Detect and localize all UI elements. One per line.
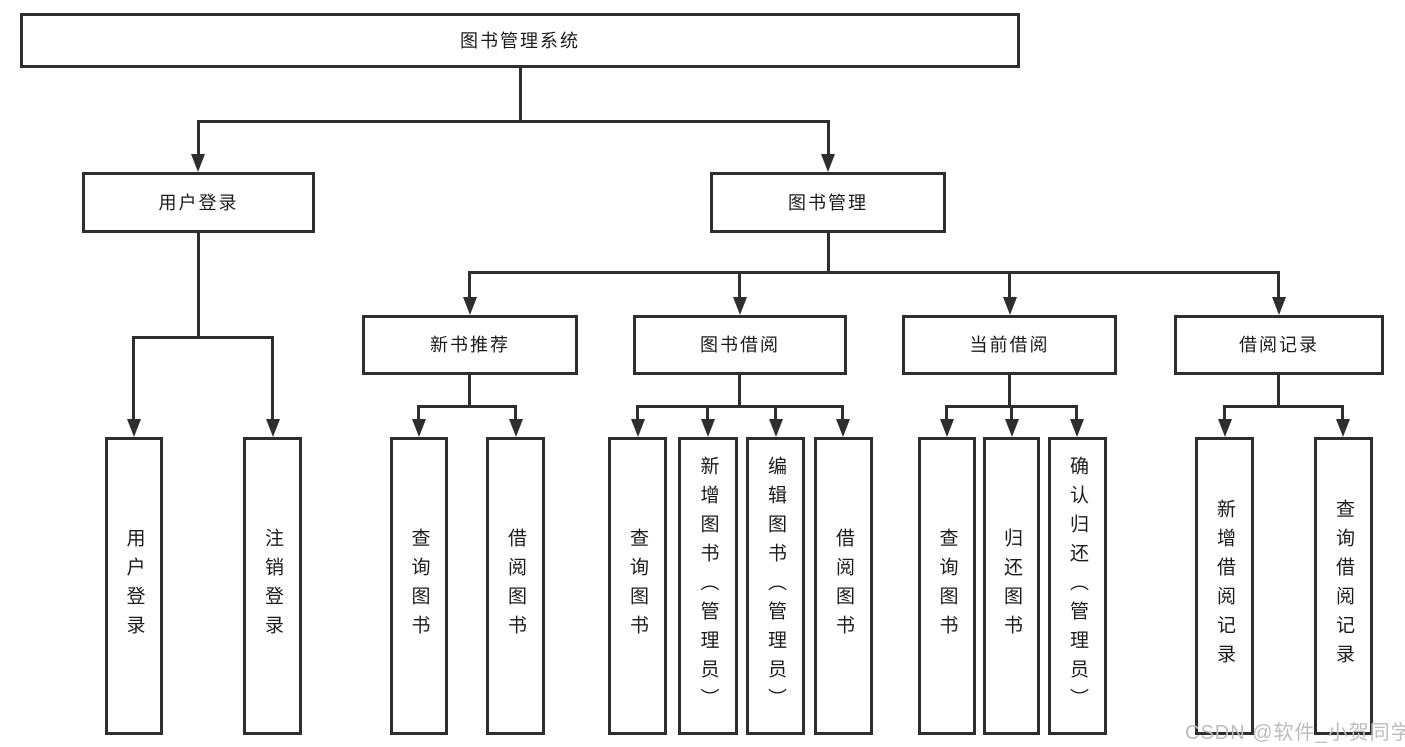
connector-line <box>468 375 471 407</box>
arrow-down-icon <box>701 419 715 437</box>
leaf-borrow-books: 借阅图书 <box>814 437 873 735</box>
leaf-confirm-return-admin: 确认归还（管理员） <box>1048 437 1107 735</box>
arrow-down-icon <box>821 154 835 172</box>
connector-line <box>519 68 522 122</box>
connector-line <box>1223 405 1343 408</box>
csdn-watermark: CSDN @软件_小贺同学 <box>1185 722 1405 744</box>
leaf-edit-books-admin: 编辑图书（管理员） <box>746 437 805 735</box>
arrow-down-icon <box>940 419 954 437</box>
node-library-management-system: 图书管理系统 <box>20 13 1020 68</box>
leaf-return-books: 归还图书 <box>983 437 1040 735</box>
connector-line <box>706 405 709 423</box>
node-user-login-branch: 用户登录 <box>82 172 315 233</box>
connector-line <box>738 375 741 407</box>
arrow-down-icon <box>769 419 783 437</box>
connector-line <box>1341 405 1344 423</box>
connector-line <box>827 120 830 158</box>
connector-line <box>197 233 200 338</box>
leaf-borrow-books-recommend: 借阅图书 <box>486 437 545 735</box>
connector-line <box>271 336 274 422</box>
connector-line <box>1008 271 1011 301</box>
leaf-query-books-borrowing: 查询图书 <box>608 437 667 735</box>
connector-line <box>197 120 830 123</box>
leaf-query-books-current: 查询图书 <box>918 437 976 735</box>
connector-line <box>1010 405 1013 423</box>
connector-line <box>417 405 517 408</box>
leaf-query-borrow-record: 查询借阅记录 <box>1314 437 1373 735</box>
connector-line <box>738 271 741 301</box>
connector-line <box>197 120 200 158</box>
leaf-logout: 注销登录 <box>243 437 302 735</box>
arrow-down-icon <box>733 297 747 315</box>
arrow-down-icon <box>266 419 280 437</box>
arrow-down-icon <box>1272 297 1286 315</box>
connector-line <box>514 405 517 423</box>
arrow-down-icon <box>1218 419 1232 437</box>
node-book-borrowing: 图书借阅 <box>633 315 847 375</box>
connector-line <box>636 405 639 423</box>
leaf-add-books-admin: 新增图书（管理员） <box>678 437 738 735</box>
connector-line <box>132 336 135 422</box>
leaf-query-books-recommend: 查询图书 <box>390 437 448 735</box>
connector-line <box>827 233 830 274</box>
node-borrowing-records: 借阅记录 <box>1174 315 1384 375</box>
connector-line <box>468 271 471 301</box>
arrow-down-icon <box>1005 419 1019 437</box>
arrow-down-icon <box>191 154 205 172</box>
connector-line <box>132 336 274 339</box>
arrow-down-icon <box>127 419 141 437</box>
arrow-down-icon <box>1336 419 1350 437</box>
arrow-down-icon <box>1070 419 1084 437</box>
arrow-down-icon <box>463 297 477 315</box>
connector-line <box>774 405 777 423</box>
connector-line <box>468 271 1280 274</box>
connector-line <box>636 405 844 408</box>
connector-line <box>1008 375 1011 407</box>
connector-line <box>417 405 420 423</box>
arrow-down-icon <box>509 419 523 437</box>
arrow-down-icon <box>1003 297 1017 315</box>
connector-line <box>945 405 948 423</box>
connector-line <box>1075 405 1078 423</box>
arrow-down-icon <box>836 419 850 437</box>
connector-line <box>841 405 844 423</box>
arrow-down-icon <box>631 419 645 437</box>
node-new-book-recommendation: 新书推荐 <box>362 315 578 375</box>
leaf-add-borrow-record: 新增借阅记录 <box>1195 437 1254 735</box>
connector-line <box>1277 271 1280 301</box>
connector-line <box>1277 375 1280 407</box>
leaf-user-login: 用户登录 <box>105 437 163 735</box>
node-book-management-branch: 图书管理 <box>710 172 946 233</box>
connector-line <box>1223 405 1226 423</box>
node-current-borrowing: 当前借阅 <box>902 315 1117 375</box>
arrow-down-icon <box>412 419 426 437</box>
